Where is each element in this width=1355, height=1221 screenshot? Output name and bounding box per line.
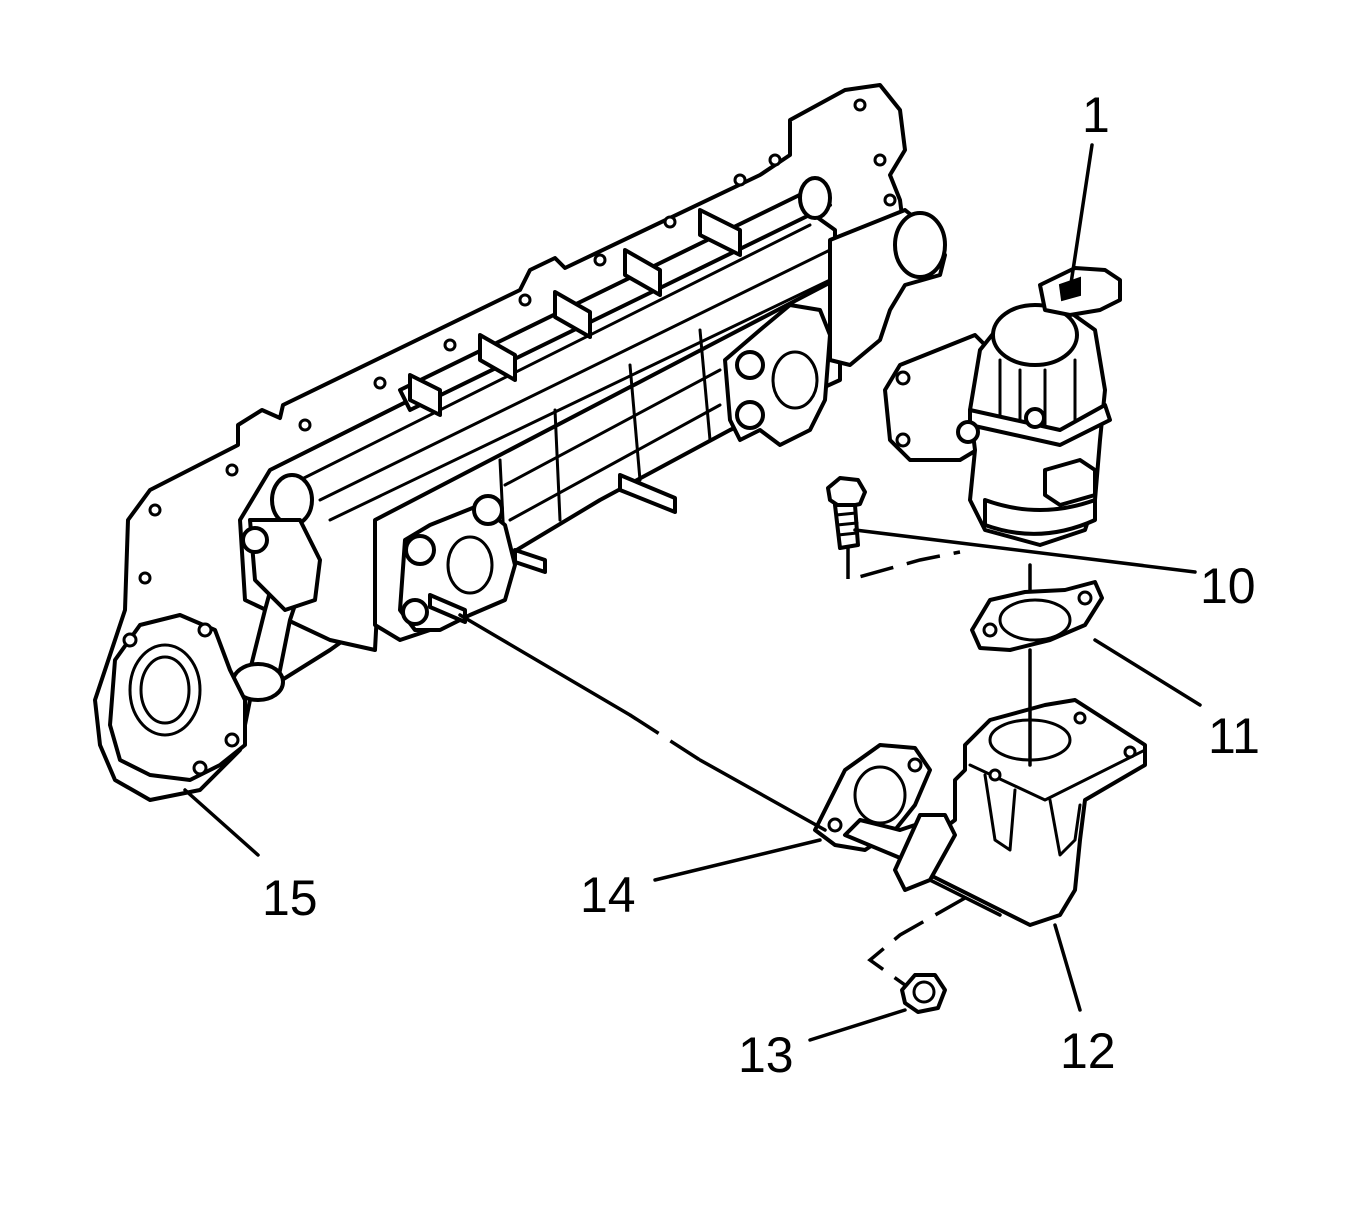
callout-13: 13 (738, 1027, 794, 1083)
callout-15: 15 (262, 870, 318, 926)
callout-11: 11 (1208, 708, 1260, 764)
egr-pipe-gasket-part (813, 743, 957, 892)
egr-valve-part (883, 266, 1122, 547)
callout-1: 1 (1082, 87, 1110, 143)
egr-pipe-part (913, 698, 1147, 927)
egr-gasket-part (970, 580, 1104, 652)
egr-cooler-assembly-part (93, 83, 947, 802)
callout-10: 10 (1200, 558, 1256, 614)
callout-12: 12 (1060, 1023, 1116, 1079)
inlet-stud (513, 548, 547, 574)
callout-14: 14 (580, 867, 636, 923)
cooler-ribs (408, 208, 742, 417)
bolt-head (826, 476, 867, 510)
bolt-part (826, 476, 867, 550)
bolt-shank (833, 503, 860, 550)
nut-part (900, 973, 947, 1014)
cooler-stud (618, 473, 677, 514)
pipe-stud (428, 593, 467, 624)
leader-lines (183, 143, 1202, 1042)
callout-labels: 1 10 11 12 13 14 15 (262, 87, 1260, 1083)
